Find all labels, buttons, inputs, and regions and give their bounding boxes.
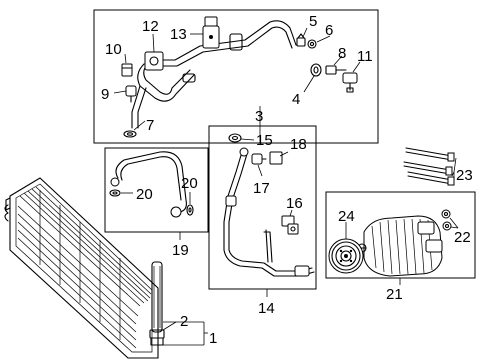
callout-6: 6 xyxy=(325,22,333,39)
receiver-drier xyxy=(149,261,165,346)
nut-10 xyxy=(121,63,133,77)
callout-4: 4 xyxy=(292,91,300,108)
callout-18: 18 xyxy=(290,136,307,153)
callout-20-left: 20 xyxy=(136,186,153,203)
group-box-compressor-21 xyxy=(325,191,476,279)
nut-16 xyxy=(281,215,299,235)
fasteners-22 xyxy=(441,209,452,231)
callout-14: 14 xyxy=(258,300,275,317)
group-box-hose-14 xyxy=(208,125,317,290)
expansion-valve-8 xyxy=(325,65,347,75)
callout-15: 15 xyxy=(256,132,273,149)
valve-17 xyxy=(251,153,267,165)
leader-lines xyxy=(113,27,459,346)
callout-10: 10 xyxy=(105,41,122,58)
o-ring-20b xyxy=(186,204,194,216)
ac-hose-19 xyxy=(109,151,194,218)
group-box-line-assembly-3 xyxy=(93,9,379,144)
callout-17: 17 xyxy=(253,180,270,197)
group-box-hose-19 xyxy=(104,147,209,233)
callout-23: 23 xyxy=(456,167,473,184)
cap-18 xyxy=(269,151,283,165)
callout-3: 3 xyxy=(255,108,263,125)
callout-22: 22 xyxy=(454,229,471,246)
callout-19: 19 xyxy=(172,242,189,259)
o-ring-4 xyxy=(310,63,322,77)
ac-compressor xyxy=(357,215,443,277)
callout-13: 13 xyxy=(170,26,187,43)
callout-21: 21 xyxy=(386,286,403,303)
callout-20-right: 20 xyxy=(181,175,198,192)
o-ring-7 xyxy=(123,130,137,138)
callout-8: 8 xyxy=(338,45,346,62)
mounting-bolts-23 xyxy=(403,147,455,186)
callout-11: 11 xyxy=(357,48,373,65)
fitting-9 xyxy=(125,85,137,103)
callout-1: 1 xyxy=(209,330,217,347)
callout-12: 12 xyxy=(142,18,159,35)
o-ring-6 xyxy=(307,39,317,49)
callout-7: 7 xyxy=(146,117,154,134)
o-ring-15 xyxy=(228,133,242,143)
callout-24: 24 xyxy=(338,208,355,225)
callout-16: 16 xyxy=(286,195,303,212)
compressor-pulley xyxy=(328,238,364,274)
valve-core-11 xyxy=(342,72,358,93)
callout-2: 2 xyxy=(180,313,188,330)
callout-9: 9 xyxy=(101,86,109,103)
ac-hose-14 xyxy=(223,133,315,277)
o-ring-20a xyxy=(109,189,121,197)
ac-line-tube-assembly xyxy=(121,16,358,138)
callout-5: 5 xyxy=(309,13,317,30)
condenser-core xyxy=(4,177,159,359)
